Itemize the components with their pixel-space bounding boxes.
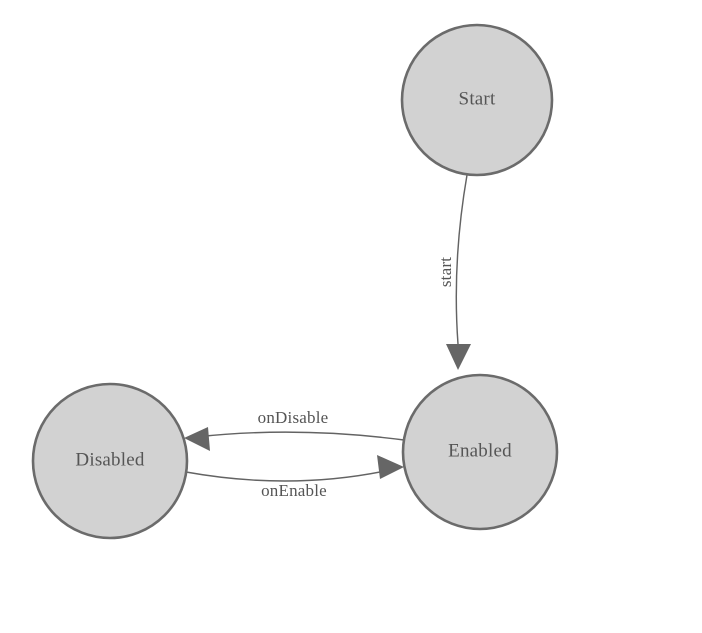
node-start-label: Start bbox=[459, 88, 496, 109]
arrowhead-icon bbox=[377, 455, 404, 479]
node-group: Start Enabled Disabled bbox=[31, 23, 559, 540]
node-enabled[interactable]: Enabled bbox=[401, 373, 559, 531]
arrowhead-icon bbox=[446, 344, 471, 370]
edge-start-to-enabled-path bbox=[455, 174, 468, 345]
edge-label-onenable: onEnable bbox=[261, 481, 327, 500]
node-enabled-label: Enabled bbox=[448, 440, 512, 461]
node-start-circle bbox=[400, 23, 554, 177]
edge-disabled-to-enabled[interactable]: onEnable bbox=[185, 455, 404, 500]
edge-enabled-to-disabled-path bbox=[195, 431, 405, 441]
node-start[interactable]: Start bbox=[400, 23, 554, 177]
node-disabled[interactable]: Disabled bbox=[31, 382, 189, 540]
edge-enabled-to-disabled[interactable]: onDisable bbox=[184, 408, 405, 451]
node-disabled-label: Disabled bbox=[75, 449, 144, 470]
arrowhead-icon bbox=[184, 427, 210, 451]
edge-disabled-to-enabled-path bbox=[185, 469, 391, 482]
edge-start-to-enabled[interactable]: start bbox=[436, 174, 471, 370]
node-disabled-circle bbox=[31, 382, 189, 540]
edge-label-ondisable: onDisable bbox=[258, 408, 329, 427]
edge-group: start onDisable onEnable bbox=[184, 174, 471, 500]
node-enabled-circle bbox=[401, 373, 559, 531]
edge-label-start: start bbox=[436, 257, 455, 287]
